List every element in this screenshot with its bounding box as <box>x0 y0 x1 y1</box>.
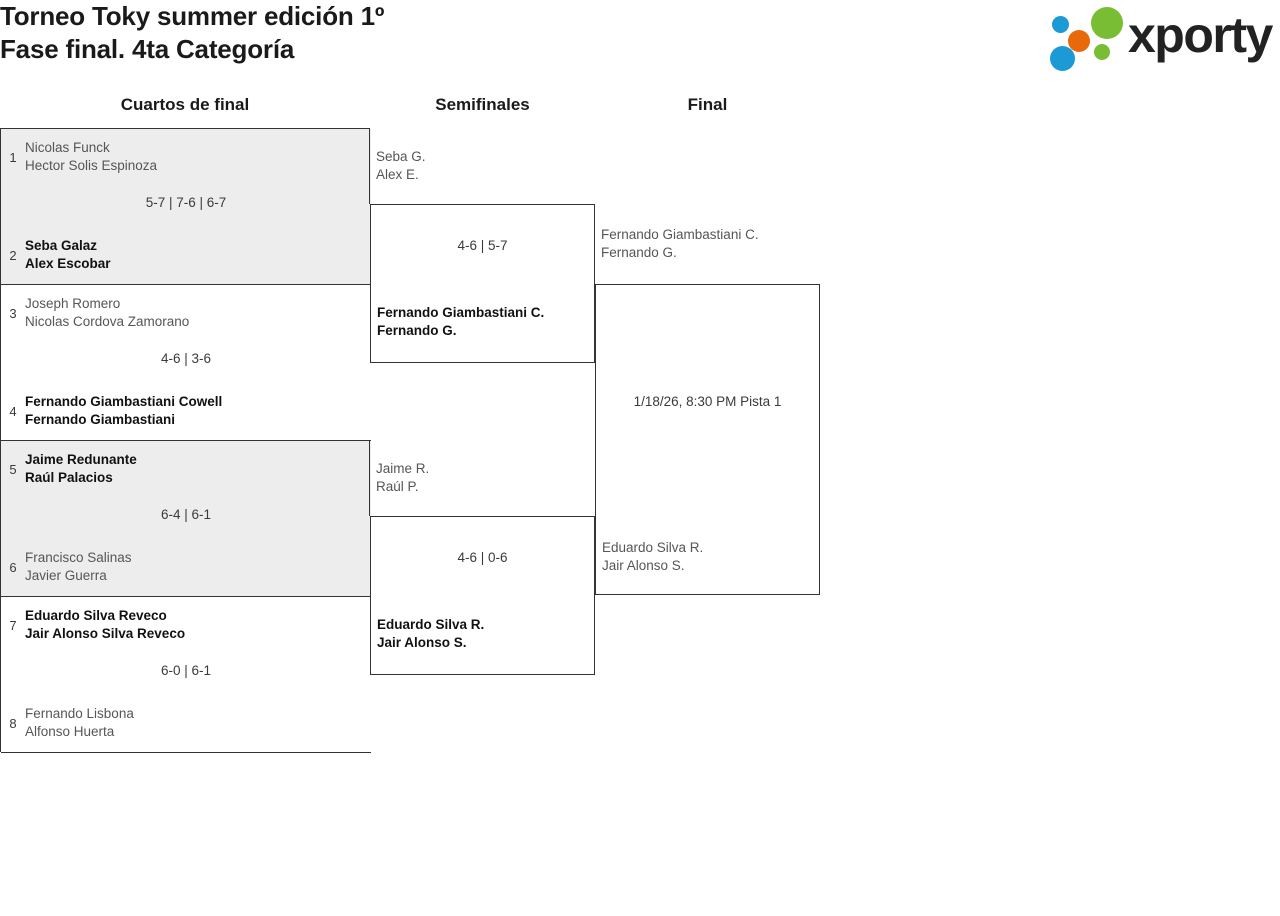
player-name-1: Francisco Salinas <box>25 550 132 565</box>
advancing-player-names: Jaime R. Raúl P. <box>376 460 429 496</box>
round-header-final: Final <box>687 95 728 114</box>
match-score: 4-6 | 5-7 <box>457 238 508 253</box>
logo-dot-green-large-icon <box>1091 7 1123 39</box>
match-slot-bottom[interactable]: 8 Fernando Lisbona Alfonso Huerta <box>1 701 371 745</box>
match-score: 6-0 | 6-1 <box>160 663 212 678</box>
advancing-player-names: Fernando Giambastiani C. Fernando G. <box>377 304 544 340</box>
player-names: Eduardo Silva Reveco Jair Alonso Silva R… <box>25 603 371 643</box>
player-names: Fernando Lisbona Alfonso Huerta <box>25 701 371 741</box>
logo-dot-blue-small-icon <box>1052 16 1069 33</box>
connector-line <box>369 440 370 516</box>
seed-number: 1 <box>9 150 17 165</box>
table-row[interactable]: 1 Nicolas Funck Hector Solis Espinoza 5-… <box>1 129 371 285</box>
connector-line <box>369 128 370 204</box>
player-name-1: Fernando Giambastiani Cowell <box>25 394 223 409</box>
player-name-2: Hector Solis Espinoza <box>25 158 158 173</box>
seed-number: 6 <box>9 560 17 575</box>
match-slot-top[interactable]: 7 Eduardo Silva Reveco Jair Alonso Silva… <box>1 603 371 647</box>
logo-wordmark: xporty <box>1128 7 1273 63</box>
round1-column: 1 Nicolas Funck Hector Solis Espinoza 5-… <box>0 128 371 753</box>
player-name-2: Fernando Giambastiani <box>25 412 176 427</box>
match-slot-bottom[interactable]: 4 Fernando Giambastiani Cowell Fernando … <box>1 389 371 433</box>
logo-dot-blue-large-icon <box>1050 46 1075 71</box>
advancing-player-names: Eduardo Silva R. Jair Alonso S. <box>377 616 484 652</box>
page-title: Torneo Toky summer edición 1º Fase final… <box>0 0 900 66</box>
connector-line <box>594 204 595 284</box>
player-name-2: Javier Guerra <box>25 568 107 583</box>
seed-number: 3 <box>9 306 17 321</box>
table-row[interactable]: 4-6 | 0-6 Eduardo Silva R. Jair Alonso S… <box>370 516 595 675</box>
player-name-2: Raúl P. <box>376 479 419 494</box>
match-score: 5-7 | 7-6 | 6-7 <box>145 195 227 210</box>
player-names: Francisco Salinas Javier Guerra <box>25 545 371 585</box>
round-header-quarterfinals: Cuartos de final <box>120 95 250 114</box>
player-name-2: Alex Escobar <box>25 256 111 271</box>
round-header-semifinals: Semifinales <box>435 95 530 114</box>
player-name-1: Eduardo Silva Reveco <box>25 608 167 623</box>
player-name-1: Nicolas Funck <box>25 140 110 155</box>
seed-number: 2 <box>9 248 17 263</box>
table-row[interactable]: 5 Jaime Redunante Raúl Palacios 6-4 | 6-… <box>1 441 371 597</box>
player-name-1: Seba G. <box>376 149 426 164</box>
player-names: Jaime Redunante Raúl Palacios <box>25 447 371 487</box>
title-line-2: Fase final. 4ta Categoría <box>0 34 295 64</box>
table-row[interactable]: 1/18/26, 8:30 PM Pista 1 Eduardo Silva R… <box>595 284 820 595</box>
match-schedule: 1/18/26, 8:30 PM Pista 1 <box>633 394 782 409</box>
table-row[interactable]: 4-6 | 5-7 Fernando Giambastiani C. Ferna… <box>370 204 595 363</box>
player-name-1: Joseph Romero <box>25 296 121 311</box>
title-line-1: Torneo Toky summer edición 1º <box>0 1 385 31</box>
seed-number: 5 <box>9 462 17 477</box>
player-names: Fernando Giambastiani Cowell Fernando Gi… <box>25 389 371 429</box>
player-names: Nicolas Funck Hector Solis Espinoza <box>25 135 371 175</box>
match-slot-bottom[interactable]: 2 Seba Galaz Alex Escobar <box>1 233 371 277</box>
match-score: 4-6 | 0-6 <box>457 550 508 565</box>
advancing-player-names: Eduardo Silva R. Jair Alonso S. <box>602 539 703 575</box>
player-names: Joseph Romero Nicolas Cordova Zamorano <box>25 291 371 331</box>
player-name-2: Jair Alonso S. <box>377 635 467 650</box>
match-slot-top[interactable]: 1 Nicolas Funck Hector Solis Espinoza <box>1 135 371 179</box>
table-row[interactable]: 7 Eduardo Silva Reveco Jair Alonso Silva… <box>1 597 371 753</box>
seed-number: 4 <box>9 404 17 419</box>
player-name-2: Alex E. <box>376 167 419 182</box>
player-name-2: Alfonso Huerta <box>25 724 115 739</box>
logo-dot-orange-icon <box>1068 30 1090 52</box>
player-names: Seba Galaz Alex Escobar <box>25 233 371 273</box>
logo-dot-green-small-icon <box>1094 44 1110 60</box>
xporty-logo[interactable]: xporty <box>1050 6 1276 71</box>
player-name-2: Raúl Palacios <box>25 470 113 485</box>
advancing-player-names: Seba G. Alex E. <box>376 148 426 184</box>
table-row[interactable]: 3 Joseph Romero Nicolas Cordova Zamorano… <box>1 285 371 441</box>
player-name-1: Fernando Lisbona <box>25 706 134 721</box>
seed-number: 7 <box>9 618 17 633</box>
player-name-2: Fernando G. <box>601 245 677 260</box>
player-name-1: Fernando Giambastiani C. <box>601 227 759 242</box>
match-slot-bottom[interactable]: 6 Francisco Salinas Javier Guerra <box>1 545 371 589</box>
player-name-1: Seba Galaz <box>25 238 98 253</box>
match-slot-top[interactable]: 5 Jaime Redunante Raúl Palacios <box>1 447 371 491</box>
player-name-1: Jaime R. <box>376 461 430 476</box>
player-name-2: Jair Alonso S. <box>602 558 685 573</box>
advancing-player-names: Fernando Giambastiani C. Fernando G. <box>601 226 759 262</box>
seed-number: 8 <box>9 716 17 731</box>
player-name-2: Fernando G. <box>377 323 457 338</box>
player-name-2: Jair Alonso Silva Reveco <box>25 626 186 641</box>
match-score: 4-6 | 3-6 <box>160 351 212 366</box>
player-name-1: Fernando Giambastiani C. <box>377 305 545 320</box>
player-name-1: Eduardo Silva R. <box>377 617 485 632</box>
player-name-2: Nicolas Cordova Zamorano <box>25 314 190 329</box>
match-score: 6-4 | 6-1 <box>160 507 212 522</box>
player-name-1: Jaime Redunante <box>25 452 137 467</box>
player-name-1: Eduardo Silva R. <box>602 540 704 555</box>
match-slot-top[interactable]: 3 Joseph Romero Nicolas Cordova Zamorano <box>1 291 371 335</box>
